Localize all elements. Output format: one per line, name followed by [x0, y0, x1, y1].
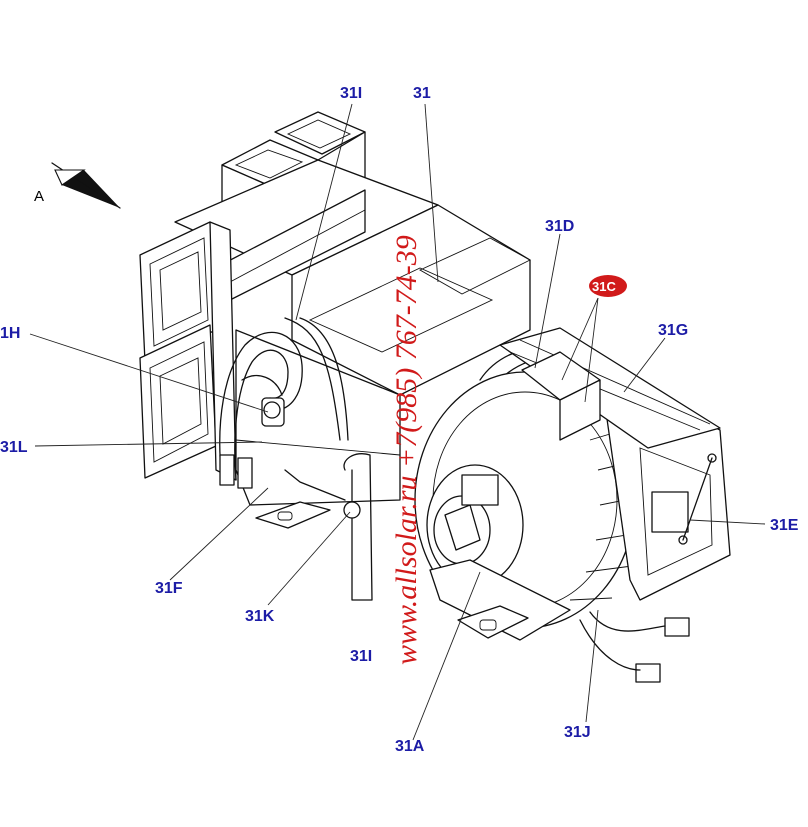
callout-31G: 31G [658, 322, 688, 339]
callout-31H: 1H [0, 325, 20, 342]
callout-31J: 31J [564, 724, 591, 741]
callout-31D: 31D [545, 218, 574, 235]
watermark-text: www.allsolar.ru +7(985) 767-74-39 [390, 235, 423, 665]
callout-31L: 31L [0, 439, 28, 456]
callout-31K: 31K [245, 608, 275, 625]
callout-31F: 31F [155, 580, 183, 597]
callout-31C: 31C [592, 279, 616, 294]
air-duct-housing [139, 111, 531, 529]
view-arrow-marker [51, 162, 121, 209]
callout-31C-badge: 31C [589, 275, 627, 297]
callout-31A: 31A [395, 738, 425, 755]
view-label: A [34, 188, 44, 205]
callout-31I-top: 31I [340, 85, 362, 102]
callout-31I-bottom: 31I [350, 648, 372, 665]
callout-31: 31 [413, 85, 431, 102]
leader-lines [29, 103, 766, 741]
heater-hose-assembly [219, 331, 373, 601]
blower-fan-housing [414, 327, 731, 683]
callout-31E: 31E [770, 517, 799, 534]
